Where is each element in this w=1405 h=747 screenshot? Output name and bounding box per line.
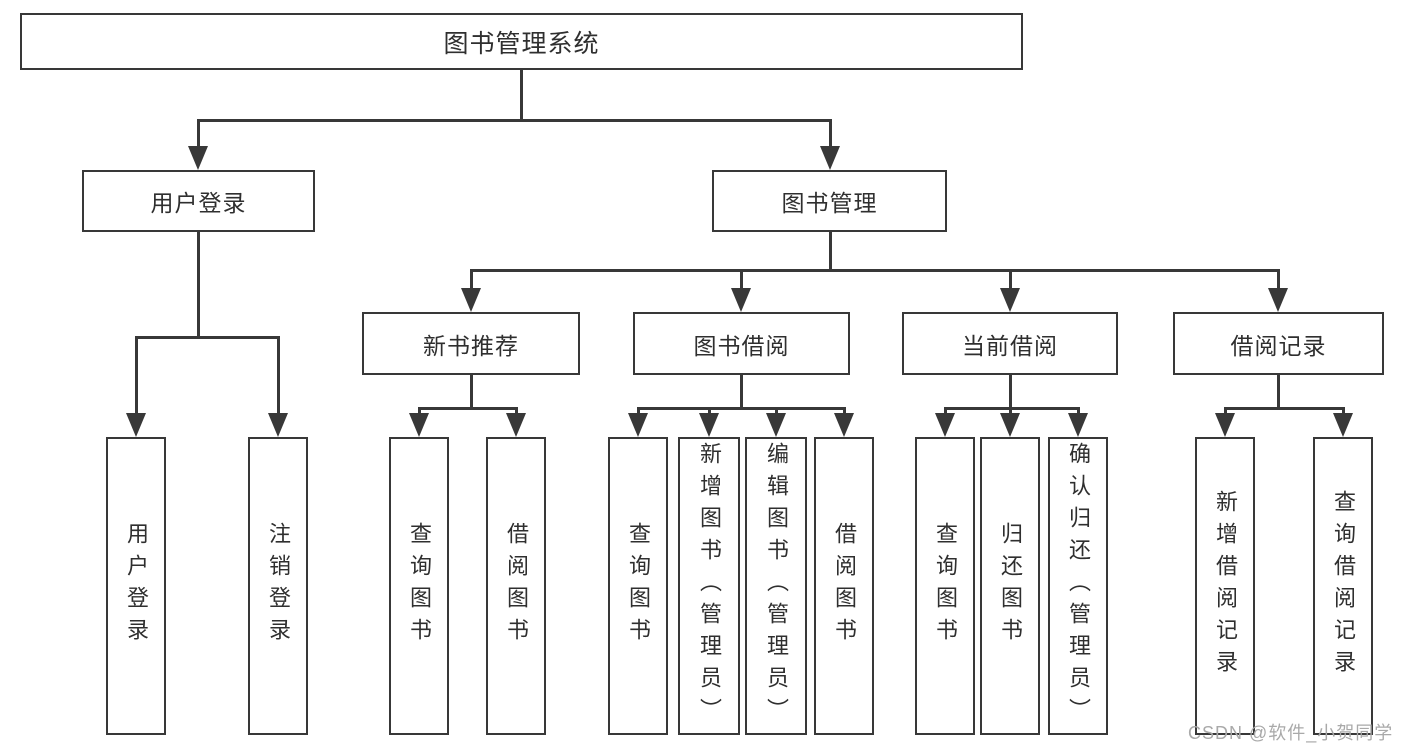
arrow-down-icon: [628, 413, 648, 437]
connector-current-vertical: [1009, 375, 1012, 409]
node-add-borrow-record: 新增借阅记录: [1195, 437, 1255, 735]
arrow-down-icon: [506, 413, 526, 437]
node-borrow-books-leaf: 借阅图书: [814, 437, 874, 735]
connector-arrow-shaft: [843, 408, 846, 416]
csdn-watermark: CSDN @软件_小贺同学: [1188, 723, 1394, 743]
arrow-down-icon: [820, 146, 840, 170]
connector-arrow-shaft: [708, 408, 711, 416]
connector-borrowing-horizontal: [637, 407, 846, 410]
connector-arrow-shaft: [135, 337, 138, 415]
connector-current-horizontal: [944, 407, 1080, 410]
node-label: 新增图书（管理员）: [697, 442, 722, 730]
connector-arrow-shaft: [775, 408, 778, 416]
node-logout: 注销登录: [248, 437, 308, 735]
arrow-down-icon: [188, 146, 208, 170]
node-label: 查询图书: [407, 522, 432, 650]
connector-arrow-shaft: [1077, 408, 1080, 416]
node-label: 图书借阅: [693, 332, 790, 359]
connector-recommendation-horizontal: [418, 407, 518, 410]
connector-arrow-shaft: [637, 408, 640, 416]
node-query-borrow-record: 查询借阅记录: [1313, 437, 1373, 735]
node-label: 用户登录: [150, 190, 247, 216]
arrow-down-icon: [1000, 288, 1020, 312]
node-edit-book-admin: 编辑图书（管理员）: [745, 437, 807, 735]
connector-arrow-shaft: [1342, 408, 1345, 416]
connector-arrow-shaft: [1277, 270, 1280, 290]
node-label: 借阅图书: [832, 522, 857, 650]
connector-arrow-shaft: [1009, 408, 1012, 416]
arrow-down-icon: [1215, 413, 1235, 437]
connector-records-horizontal: [1224, 407, 1345, 410]
node-library-management-system: 图书管理系统: [20, 13, 1023, 70]
arrow-down-icon: [1333, 413, 1353, 437]
node-label: 借阅记录: [1230, 332, 1327, 359]
node-label: 借阅图书: [504, 522, 529, 650]
node-confirm-return-admin: 确认归还（管理员）: [1048, 437, 1108, 735]
arrow-down-icon: [935, 413, 955, 437]
node-user-login-leaf: 用户登录: [106, 437, 166, 735]
node-borrow-books-recommendation: 借阅图书: [486, 437, 546, 735]
node-book-borrowing: 图书借阅: [633, 312, 850, 375]
connector-borrowing-vertical: [740, 375, 743, 409]
node-query-books-borrowing: 查询图书: [608, 437, 668, 735]
node-label: 查询借阅记录: [1331, 490, 1356, 682]
connector-arrow-shaft: [418, 408, 421, 416]
node-return-book: 归还图书: [980, 437, 1040, 735]
connector-arrow-shaft: [1009, 270, 1012, 290]
node-label: 新增借阅记录: [1213, 490, 1238, 682]
connector-records-vertical: [1277, 375, 1280, 409]
node-label: 当前借阅: [962, 332, 1058, 359]
node-query-books-current: 查询图书: [915, 437, 975, 735]
node-borrowing-records: 借阅记录: [1173, 312, 1384, 375]
connector-arrow-shaft: [515, 408, 518, 416]
node-current-borrowing: 当前借阅: [902, 312, 1118, 375]
connector-user-login-vertical: [197, 232, 200, 338]
node-user-login: 用户登录: [82, 170, 315, 232]
node-label: 新书推荐: [423, 332, 519, 359]
arrow-down-icon: [1068, 413, 1088, 437]
node-book-management: 图书管理: [712, 170, 947, 232]
connector-arrow-shaft: [944, 408, 947, 416]
node-label: 用户登录: [124, 522, 149, 650]
arrow-down-icon: [268, 413, 288, 437]
arrow-down-icon: [461, 288, 481, 312]
connector-book-management-vertical: [829, 232, 832, 271]
arrow-down-icon: [731, 288, 751, 312]
node-add-book-admin: 新增图书（管理员）: [678, 437, 740, 735]
connector-arrow-shaft: [470, 270, 473, 290]
node-label: 归还图书: [998, 522, 1023, 650]
connector-arrow-shaft: [197, 120, 200, 148]
node-query-books-recommendation: 查询图书: [389, 437, 449, 735]
connector-root-horizontal: [197, 119, 832, 122]
node-label: 图书管理: [781, 190, 878, 216]
connector-recommendation-vertical: [470, 375, 473, 409]
arrow-down-icon: [1000, 413, 1020, 437]
connector-arrow-shaft: [1224, 408, 1227, 416]
node-label: 查询图书: [626, 522, 651, 650]
connector-root-vertical: [520, 70, 523, 121]
node-label: 图书管理系统: [443, 29, 600, 58]
connector-user-login-horizontal: [135, 336, 280, 339]
arrow-down-icon: [766, 413, 786, 437]
connector-arrow-shaft: [829, 120, 832, 148]
connector-arrow-shaft: [277, 337, 280, 415]
arrow-down-icon: [699, 413, 719, 437]
node-label: 编辑图书（管理员）: [764, 442, 789, 730]
arrow-down-icon: [1268, 288, 1288, 312]
node-label: 确认归还（管理员）: [1066, 442, 1091, 730]
connector-arrow-shaft: [740, 270, 743, 290]
arrow-down-icon: [409, 413, 429, 437]
arrow-down-icon: [834, 413, 854, 437]
node-label: 注销登录: [266, 522, 291, 650]
node-label: 查询图书: [933, 522, 958, 650]
node-new-book-recommendation: 新书推荐: [362, 312, 580, 375]
arrow-down-icon: [126, 413, 146, 437]
connector-book-management-horizontal: [470, 269, 1280, 272]
